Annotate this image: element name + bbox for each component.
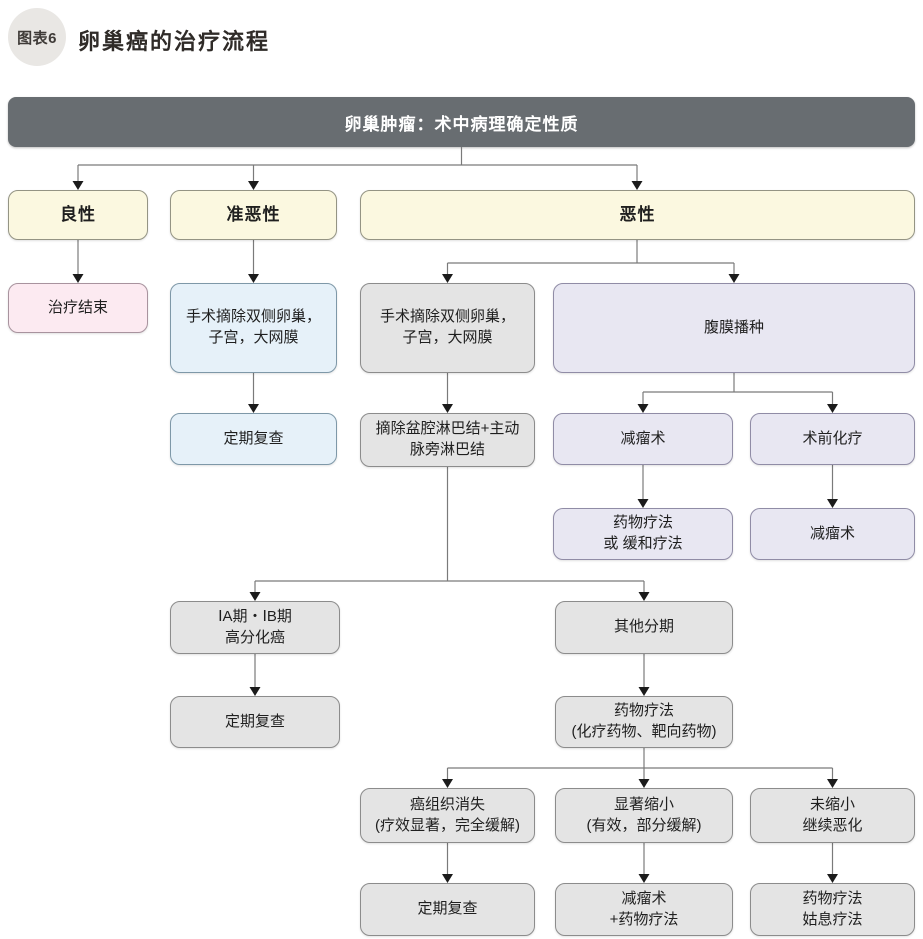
- node-treatment-end: 治疗结束: [8, 283, 148, 333]
- arrowhead-icon: [827, 404, 838, 413]
- node-surgery-borderline: 手术摘除双侧卵巢， 子宫，大网膜: [170, 283, 337, 373]
- arrowhead-icon: [638, 592, 650, 601]
- node-label-line: 手术摘除双侧卵巢，: [185, 308, 321, 326]
- arrowhead-icon: [728, 274, 740, 283]
- arrowhead-icon: [249, 592, 261, 601]
- node-label-line: 定期复查: [224, 712, 285, 730]
- node-debulking-2: 减瘤术: [750, 508, 915, 560]
- arrowhead-icon: [248, 274, 259, 283]
- node-label-line: 术前化疗: [802, 429, 863, 447]
- node-label-line: 高分化癌: [224, 628, 285, 646]
- arrowhead-icon: [442, 874, 453, 883]
- arrowhead-icon: [248, 181, 259, 190]
- arrowhead-icon: [638, 874, 650, 883]
- node-marked-shrinkage: 显著缩小 (有效，部分缓解): [555, 788, 733, 843]
- arrowhead-icon: [637, 404, 649, 413]
- arrowhead-icon: [827, 874, 838, 883]
- node-no-shrinkage: 未缩小继续恶化: [750, 788, 915, 843]
- node-peritoneal-seeding: 腹膜播种: [553, 283, 915, 373]
- arrowhead-icon: [72, 181, 84, 190]
- node-preop-chemo: 术前化疗: [750, 413, 915, 465]
- node-malignant: 恶性: [360, 190, 915, 240]
- arrowhead-icon: [72, 274, 84, 283]
- arrowhead-icon: [442, 274, 453, 283]
- node-label-line: (疗效显著，完全缓解): [375, 816, 520, 834]
- node-checkup-borderline: 定期复查: [170, 413, 337, 465]
- arrowhead-icon: [827, 779, 838, 788]
- node-label-line: ⅠA期・ⅠB期: [218, 607, 292, 625]
- node-label-line: (有效，部分缓解): [586, 816, 702, 834]
- node-label-line: 药物疗法: [612, 514, 673, 532]
- node-benign: 良性: [8, 190, 148, 240]
- node-label-line: 恶性: [619, 205, 656, 225]
- node-label-line: 子宫，大网膜: [208, 329, 299, 346]
- arrowhead-icon: [637, 499, 649, 508]
- node-label-line: 定期复查: [223, 429, 284, 447]
- arrowhead-icon: [631, 181, 643, 190]
- node-drug-therapy: 药物疗法 (化疗药物、靶向药物): [555, 696, 733, 748]
- node-debulking-1: 减瘤术: [553, 413, 733, 465]
- node-label-line: 减瘤术: [620, 429, 666, 447]
- arrowhead-icon: [827, 499, 838, 508]
- node-label-line: 摘除盆腔淋巴结+主动: [375, 420, 520, 438]
- node-label-line: 姑息疗法: [802, 910, 863, 928]
- node-label-line: 治疗结束: [47, 298, 108, 316]
- node-label-line: 良性: [60, 205, 96, 225]
- node-label-line: 定期复查: [417, 900, 478, 918]
- node-other-stages: 其他分期: [555, 601, 733, 654]
- node-label-line: 腹膜播种: [703, 318, 764, 336]
- node-label-line: 脉旁淋巴结: [409, 441, 485, 458]
- node-label-line: 其他分期: [613, 618, 674, 636]
- arrowhead-icon: [248, 404, 259, 413]
- node-label-line: 未缩小: [809, 795, 855, 813]
- arrowhead-icon: [249, 687, 261, 696]
- node-label-line: 手术摘除双侧卵巢，: [379, 308, 515, 326]
- node-drug-or-palliative: 药物疗法或 缓和疗法: [553, 508, 733, 560]
- arrowhead-icon: [442, 404, 453, 413]
- arrowhead-icon: [442, 779, 453, 788]
- node-label-line: 子宫，大网膜: [402, 329, 493, 346]
- node-label-line: 减瘤术: [621, 889, 667, 907]
- node-label-line: 继续恶化: [802, 816, 863, 834]
- node-label-line: +药物疗法: [609, 910, 679, 928]
- node-drug-palliative: 药物疗法姑息疗法: [750, 883, 915, 936]
- node-label-line: 药物疗法: [802, 889, 863, 907]
- root-node: 卵巢肿瘤：术中病理确定性质: [8, 97, 915, 147]
- node-label-line: 或 缓和疗法: [603, 535, 683, 552]
- node-label-line: (化疗药物、靶向药物): [571, 723, 717, 740]
- node-stage-1a1b: ⅠA期・ⅠB期高分化癌: [170, 601, 340, 654]
- node-label-line: 准恶性: [226, 205, 281, 225]
- node-surgery-malignant: 手术摘除双侧卵巢， 子宫，大网膜: [360, 283, 535, 373]
- node-borderline: 准恶性: [170, 190, 337, 240]
- node-label-line: 减瘤术: [809, 524, 855, 542]
- node-debulk-plus-drug: 减瘤术 +药物疗法: [555, 883, 733, 936]
- node-label-line: 显著缩小: [613, 795, 674, 813]
- node-lymphadenectomy: 摘除盆腔淋巴结+主动脉旁淋巴结: [360, 413, 535, 467]
- figure-badge: 图表6: [8, 8, 66, 66]
- node-label-line: 药物疗法: [613, 702, 674, 720]
- node-checkup-1a1b: 定期复查: [170, 696, 340, 748]
- node-checkup-final: 定期复查: [360, 883, 535, 936]
- page-title: 卵巢癌的治疗流程: [78, 29, 271, 54]
- arrowhead-icon: [638, 779, 650, 788]
- node-cancer-disappeared: 癌组织消失 (疗效显著，完全缓解): [360, 788, 535, 843]
- node-label-line: 癌组织消失: [409, 795, 485, 813]
- arrowhead-icon: [638, 687, 650, 696]
